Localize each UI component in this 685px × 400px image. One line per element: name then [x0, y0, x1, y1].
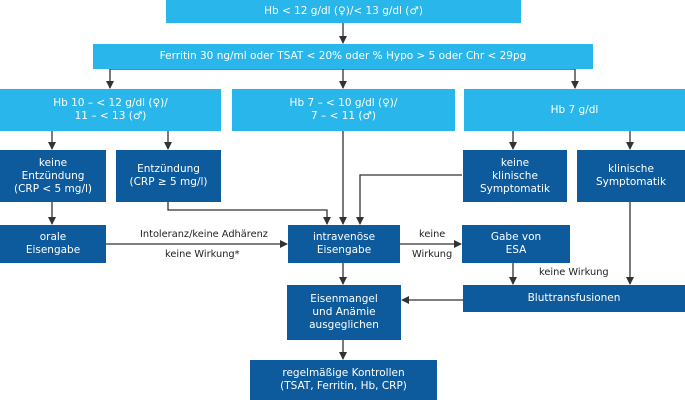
hb-7-10-line-1: Hb 7 – < 10 g/dl (♀)/: [289, 97, 398, 109]
edge-label-wirkung: Wirkung: [412, 249, 453, 260]
ausgeglichen-box: Eisenmangel und Anämie ausgeglichen: [287, 285, 401, 340]
hb-threshold-box: Hb < 12 g/dl (♀)/< 13 g/dl (♂): [166, 0, 521, 23]
klinische-symptomatik-box: klinische Symptomatik: [577, 150, 685, 202]
ausgeglichen-line-1: Eisenmangel: [310, 293, 378, 305]
edge-entzuendung-to-iv: [167, 202, 331, 225]
esa-box: Gabe von ESA: [462, 225, 570, 263]
klinische-symptomatik-line-2: Symptomatik: [595, 176, 667, 188]
entzuendung-box: Entzündung (CRP ≥ 5 mg/l): [116, 150, 221, 202]
iv-eisengabe-line-1: intravenöse: [312, 231, 376, 243]
edge-label-keine-wirkung: keine Wirkung: [539, 267, 609, 278]
hb-10-12-line-1: Hb 10 – < 12 g/dl (♀)/: [53, 97, 168, 109]
esa-line-1: Gabe von: [490, 231, 542, 243]
ferritin-text: Ferritin 30 ng/ml oder TSAT < 20% oder %…: [159, 50, 527, 62]
kontrollen-box: regelmäßige Kontrollen (TSAT, Ferritin, …: [250, 360, 437, 400]
keine-symptomatik-line-2: klinische: [492, 169, 538, 182]
entzuendung-line-1: Entzündung: [137, 163, 200, 175]
edge-keine-symptomatik-to-iv: [356, 174, 462, 225]
kontrollen-line-1: regelmäßige Kontrollen: [282, 367, 405, 379]
orale-eisengabe-line-2: Eisengabe: [25, 244, 81, 256]
bluttransfusionen-text: Bluttransfusionen: [527, 292, 621, 304]
keine-entzuendung-line-2: Entzündung: [21, 169, 85, 182]
hb-10-12-line-2: 11 – < 13 (♂): [74, 110, 147, 122]
ausgeglichen-line-2: und Anämie: [312, 306, 376, 318]
entzuendung-line-2: (CRP ≥ 5 mg/l): [129, 176, 208, 188]
orale-eisengabe-line-1: orale: [39, 231, 67, 243]
iv-eisengabe-box: intravenöse Eisengabe: [288, 225, 400, 263]
keine-entzuendung-line-1: keine: [38, 156, 68, 169]
orale-eisengabe-box: orale Eisengabe: [0, 225, 106, 263]
keine-symptomatik-line-1: keine: [500, 156, 530, 169]
hb-7-box: Hb 7 g/dl: [464, 89, 685, 131]
hb-7-10-box: Hb 7 – < 10 g/dl (♀)/ 7 – < 11 (♂): [232, 89, 455, 131]
ausgeglichen-line-3: ausgeglichen: [309, 319, 379, 331]
keine-symptomatik-box: keine klinische Symptomatik: [463, 150, 567, 202]
esa-line-2: ESA: [505, 244, 527, 256]
hb-7-text: Hb 7 g/dl: [550, 103, 599, 116]
klinische-symptomatik-line-1: klinische: [608, 163, 654, 175]
edge-label-keine-wirkung-star: keine Wirkung*: [165, 249, 240, 260]
edge-label-intoleranz: Intoleranz/keine Adhärenz: [140, 229, 268, 240]
hb-threshold-text: Hb < 12 g/dl (♀)/< 13 g/dl (♂): [264, 5, 423, 17]
ferritin-box: Ferritin 30 ng/ml oder TSAT < 20% oder %…: [93, 44, 593, 69]
hb-10-12-box: Hb 10 – < 12 g/dl (♀)/ 11 – < 13 (♂): [0, 89, 221, 131]
bluttransfusionen-box: Bluttransfusionen: [463, 285, 685, 312]
kontrollen-line-2: (TSAT, Ferritin, Hb, CRP): [280, 380, 407, 392]
iv-eisengabe-line-2: Eisengabe: [316, 244, 372, 256]
keine-entzuendung-line-3: (CRP < 5 mg/l): [14, 182, 92, 195]
keine-entzuendung-box: keine Entzündung (CRP < 5 mg/l): [0, 150, 106, 202]
edge-label-keine: keine: [419, 229, 446, 240]
hb-7-10-line-2: 7 – < 11 (♂): [310, 110, 377, 122]
keine-symptomatik-line-3: Symptomatik: [479, 182, 551, 195]
